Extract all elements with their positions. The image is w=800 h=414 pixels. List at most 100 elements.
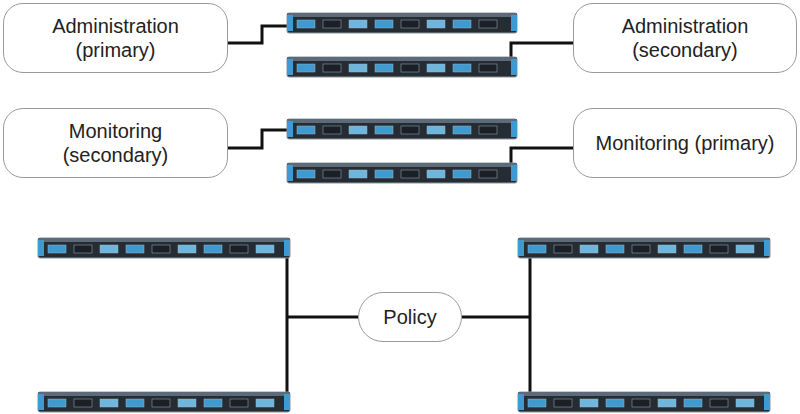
server-handle (284, 240, 290, 256)
drive-bay (297, 64, 315, 72)
server-role-box: Administration (secondary) (573, 3, 797, 73)
drive-bay (152, 399, 170, 407)
drive-bay (297, 126, 315, 134)
drive-bay (606, 245, 624, 253)
server-handle (287, 15, 293, 31)
server-handle (287, 59, 293, 75)
drive-bay (736, 245, 754, 253)
drive-bay (349, 126, 367, 134)
server-unit (38, 238, 290, 258)
drive-bay (658, 399, 676, 407)
server-bezel (287, 163, 517, 167)
drive-bay (230, 399, 248, 407)
drive-bay (74, 245, 92, 253)
drive-bay (256, 245, 274, 253)
server-unit (287, 57, 517, 77)
role-label: Monitoring (secondary) (15, 119, 216, 168)
drive-bay (323, 64, 341, 72)
server-unit (38, 392, 290, 412)
drive-bay (479, 170, 497, 178)
drive-bay (453, 20, 471, 28)
server-handle (511, 59, 517, 75)
server-handle (518, 394, 524, 410)
cable (511, 43, 573, 68)
server-handle (511, 121, 517, 137)
server-handle (511, 165, 517, 181)
server-unit (518, 392, 770, 412)
server-chassis (38, 392, 290, 412)
drive-bay (528, 245, 546, 253)
cable (287, 248, 358, 402)
drive-bay (554, 399, 572, 407)
drive-bay (323, 126, 341, 134)
drive-bay (453, 170, 471, 178)
drive-bay (401, 126, 419, 134)
server-handle (518, 240, 524, 256)
drive-bay (375, 170, 393, 178)
server-unit (287, 119, 517, 139)
drive-bay (554, 245, 572, 253)
drive-bay (427, 126, 445, 134)
role-label: Policy (383, 305, 436, 329)
server-role-box: Monitoring (primary) (573, 108, 797, 178)
drive-bay (453, 126, 471, 134)
role-label: Administration (secondary) (585, 14, 785, 63)
drive-bay (323, 170, 341, 178)
cables (228, 26, 573, 402)
drive-bay (401, 170, 419, 178)
server-bezel (518, 392, 770, 396)
drive-bay (401, 20, 419, 28)
drive-bay (48, 245, 66, 253)
drive-bay (126, 399, 144, 407)
drive-bay (632, 399, 650, 407)
server-unit (518, 238, 770, 258)
server-handle (287, 165, 293, 181)
server-chassis (287, 57, 517, 77)
drive-bay (323, 20, 341, 28)
cable (228, 130, 290, 148)
server-chassis (287, 163, 517, 183)
server-handle (38, 394, 44, 410)
drive-bay (684, 245, 702, 253)
drive-bay (74, 399, 92, 407)
drive-bay (48, 399, 66, 407)
drive-bay (230, 245, 248, 253)
drive-bay (204, 245, 222, 253)
drive-bay (479, 64, 497, 72)
server-chassis (287, 13, 517, 33)
server-bezel (287, 57, 517, 61)
server-unit (287, 13, 517, 33)
role-label: Administration (primary) (15, 14, 216, 63)
drive-bay (100, 245, 118, 253)
server-bezel (518, 238, 770, 242)
drive-bay (178, 245, 196, 253)
drive-bay (479, 126, 497, 134)
drive-bay (297, 170, 315, 178)
drive-bay (256, 399, 274, 407)
drive-bay (580, 245, 598, 253)
role-label: Monitoring (primary) (596, 131, 775, 155)
server-chassis (287, 119, 517, 139)
server-role-box: Monitoring (secondary) (3, 108, 228, 178)
server-role-box: Policy (358, 292, 462, 342)
drive-bay (178, 399, 196, 407)
drive-bay (710, 245, 728, 253)
drive-bay (375, 126, 393, 134)
drive-bay (297, 20, 315, 28)
server-bezel (38, 392, 290, 396)
drive-bay (375, 64, 393, 72)
server-chassis (518, 392, 770, 412)
server-chassis (518, 238, 770, 258)
server-handle (764, 240, 770, 256)
drive-bay (479, 20, 497, 28)
drive-bay (427, 20, 445, 28)
drive-bay (349, 20, 367, 28)
drive-bay (710, 399, 728, 407)
drive-bay (453, 64, 471, 72)
server-chassis (38, 238, 290, 258)
cable (511, 148, 573, 174)
server-bezel (287, 119, 517, 123)
drive-bay (401, 64, 419, 72)
drive-bay (152, 245, 170, 253)
